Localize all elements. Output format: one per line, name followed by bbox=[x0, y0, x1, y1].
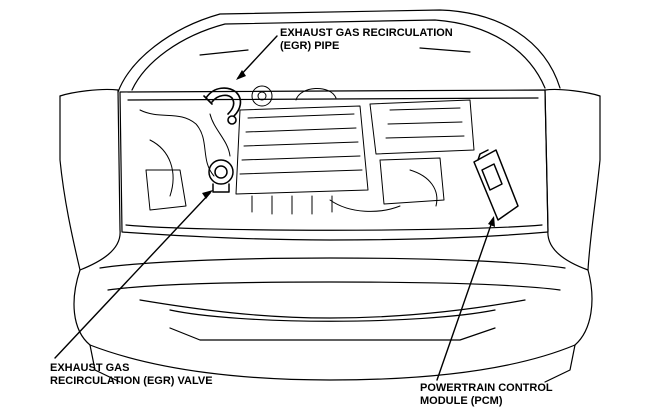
engine-bay-outline bbox=[119, 89, 549, 241]
egr-pipe-label-line1: EXHAUST GAS RECIRCULATION bbox=[280, 27, 453, 39]
pcm-label-line1: POWERTRAIN CONTROL bbox=[420, 382, 553, 394]
egr-valve-component bbox=[208, 159, 234, 193]
egr-pipe-arrowhead bbox=[236, 70, 246, 80]
vehicle-body-outline bbox=[59, 88, 601, 383]
pcm-label: POWERTRAIN CONTROL MODULE (PCM) bbox=[420, 382, 553, 408]
egr-pipe-label: EXHAUST GAS RECIRCULATION (EGR) PIPE bbox=[280, 27, 453, 53]
egr-valve-leader bbox=[54, 192, 211, 359]
egr-pipe-label-line2: (EGR) PIPE bbox=[280, 40, 340, 52]
callout-leaders bbox=[54, 35, 494, 381]
pcm-component bbox=[473, 149, 519, 221]
egr-valve-label: EXHAUST GAS RECIRCULATION (EGR) VALVE bbox=[50, 362, 213, 388]
engine-block bbox=[139, 85, 475, 215]
egr-valve-arrowhead bbox=[202, 190, 213, 199]
open-hood-outline bbox=[117, 9, 561, 93]
egr-valve-label-line1: EXHAUST GAS bbox=[50, 362, 130, 374]
pcm-label-line2: MODULE (PCM) bbox=[420, 395, 503, 407]
egr-pipe-leader bbox=[237, 35, 278, 79]
pcm-leader bbox=[436, 218, 494, 381]
callout-arrowheads bbox=[202, 70, 495, 227]
egr-pipe-component bbox=[203, 87, 242, 125]
pcm-arrowhead bbox=[488, 216, 495, 227]
egr-valve-label-line2: RECIRCULATION (EGR) VALVE bbox=[50, 375, 213, 387]
